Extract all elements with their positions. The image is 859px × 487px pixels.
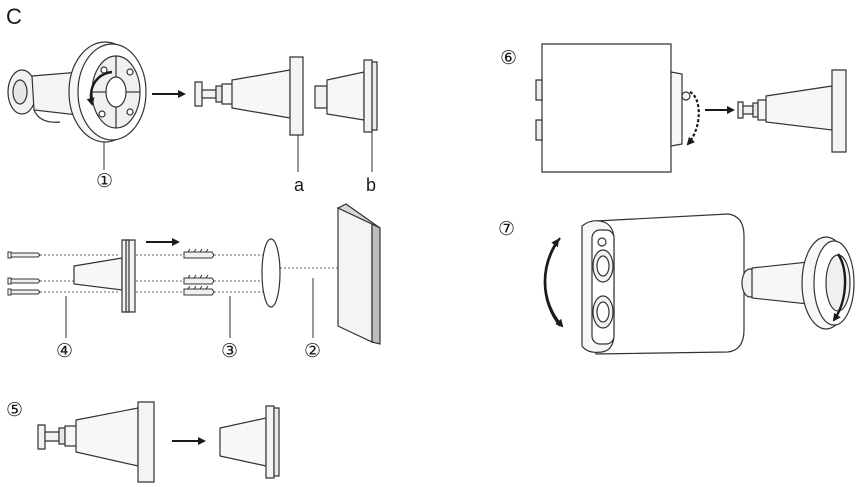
step-6-camera-body	[536, 44, 690, 172]
part-a-bracket	[195, 57, 303, 135]
wall-anchors	[184, 249, 214, 295]
tilt-arrow-icon	[545, 238, 562, 326]
part-b-plate	[315, 60, 377, 132]
step-1-mount-base	[8, 42, 146, 142]
wall-panel	[338, 204, 380, 344]
screws	[8, 252, 40, 295]
rotate-arrow-icon	[688, 92, 699, 144]
step-5-bracket-before	[38, 402, 154, 482]
step-5-bracket-after	[220, 406, 279, 478]
drill-template	[262, 239, 280, 307]
mount-bracket	[74, 240, 135, 312]
step-7-camera	[582, 214, 744, 354]
step-6-bracket	[738, 70, 846, 152]
